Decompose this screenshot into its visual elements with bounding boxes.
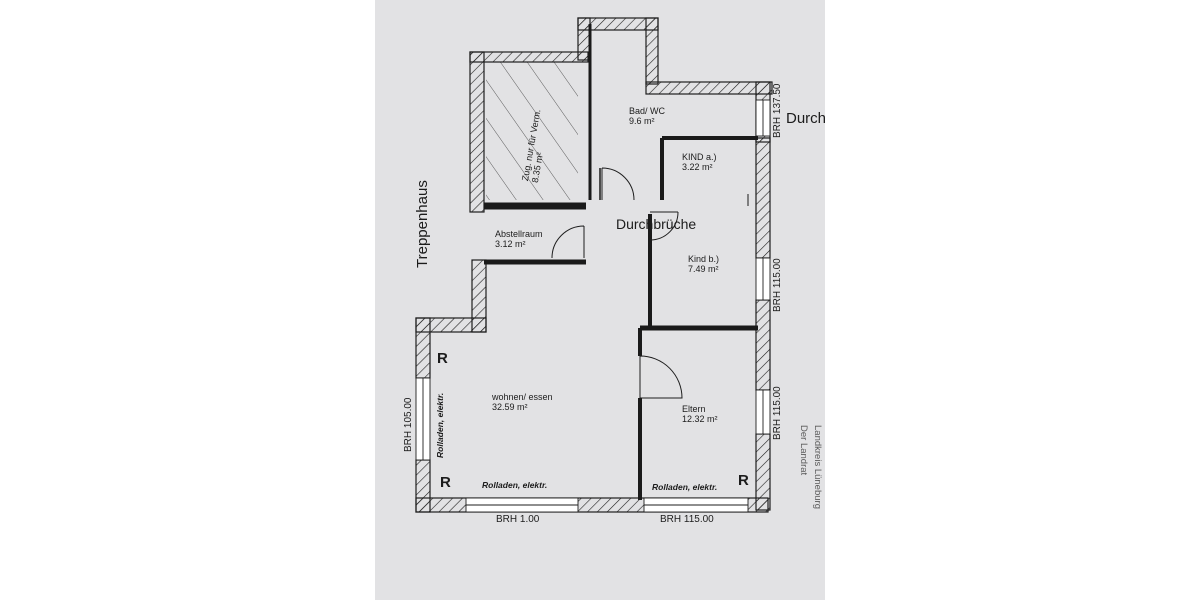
room-storage: Abstellraum 3.12 m² <box>495 229 543 250</box>
sill-height-bath: BRH 137.50 <box>772 83 783 138</box>
room-area: 3.22 m² <box>682 162 713 173</box>
shutter-note-bottom-left: Rolladen, elektr. <box>482 480 548 490</box>
door-swings <box>551 167 683 399</box>
sill-height-living-left: BRH 105.00 <box>403 397 414 452</box>
room-area: 7.49 m² <box>688 264 719 275</box>
openings-label: Durchbrüche <box>616 216 697 232</box>
shutter-marker: R <box>738 472 749 489</box>
room-area: 12.32 m² <box>682 414 718 425</box>
room-bath: Bad/ WC 9.6 m² <box>629 106 665 127</box>
room-area: 3.12 m² <box>495 239 526 250</box>
shutter-marker: R <box>440 474 451 491</box>
sill-height-eltern: BRH 115.00 <box>772 386 783 440</box>
stamp-line-1: Landkreis Lüneburg <box>812 425 823 509</box>
sill-height-eltern-bottom: BRH 115.00 <box>660 514 714 525</box>
landlord-access-hatch <box>486 62 578 200</box>
shutter-note-left: Rolladen, elektr. <box>435 392 445 458</box>
room-area: 9.6 m² <box>629 116 655 127</box>
sill-height-living-bottom: BRH 1.00 <box>496 514 540 525</box>
room-name: Eltern <box>682 404 706 414</box>
room-kind-a: KIND a.) 3.22 m² <box>682 152 717 173</box>
room-area: 32.59 m² <box>492 402 528 413</box>
interior-walls <box>484 24 758 500</box>
room-kind-b: Kind b.) 7.49 m² <box>688 254 719 275</box>
room-name: Kind b.) <box>688 254 720 264</box>
room-name: Bad/ WC <box>629 106 666 116</box>
windows <box>415 99 771 513</box>
staircase-label: Treppenhaus <box>414 180 431 268</box>
passage-label: Durch <box>786 110 827 127</box>
room-name: KIND a.) <box>682 152 717 162</box>
stamp-line-2: Der Landrat <box>798 425 809 476</box>
sill-height-kind-b: BRH 115.00 <box>772 258 783 312</box>
room-living: wohnen/ essen 32.59 m² <box>492 392 553 413</box>
room-name: Abstellraum <box>495 229 543 239</box>
shutter-marker: R <box>437 350 448 367</box>
shutter-note-bottom-right: Rolladen, elektr. <box>652 482 718 492</box>
room-name: wohnen/ essen <box>492 392 553 402</box>
room-parents: Eltern 12.32 m² <box>682 404 718 425</box>
